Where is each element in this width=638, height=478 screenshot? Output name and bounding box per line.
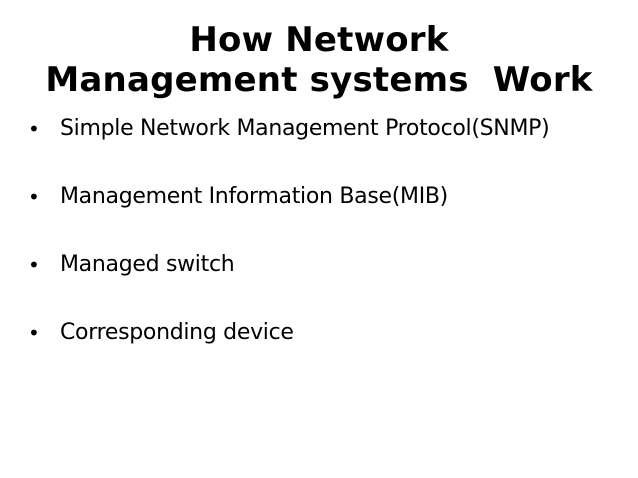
bullet-text: Management Information Base(MIB) (60, 184, 448, 209)
slide-title: How Network Management systems Work (0, 20, 638, 100)
title-line-1: How Network (189, 20, 449, 60)
bullet-text: Simple Network Management Protocol(SNMP) (60, 116, 550, 141)
bullet-marker: • (28, 185, 40, 209)
bullet-marker: • (28, 253, 40, 277)
bullet-text: Corresponding device (60, 320, 294, 345)
title-line-2: Management systems Work (45, 60, 593, 100)
bullet-marker: • (28, 321, 40, 345)
bullet-text: Managed switch (60, 252, 235, 277)
bullet-marker: • (28, 117, 40, 141)
